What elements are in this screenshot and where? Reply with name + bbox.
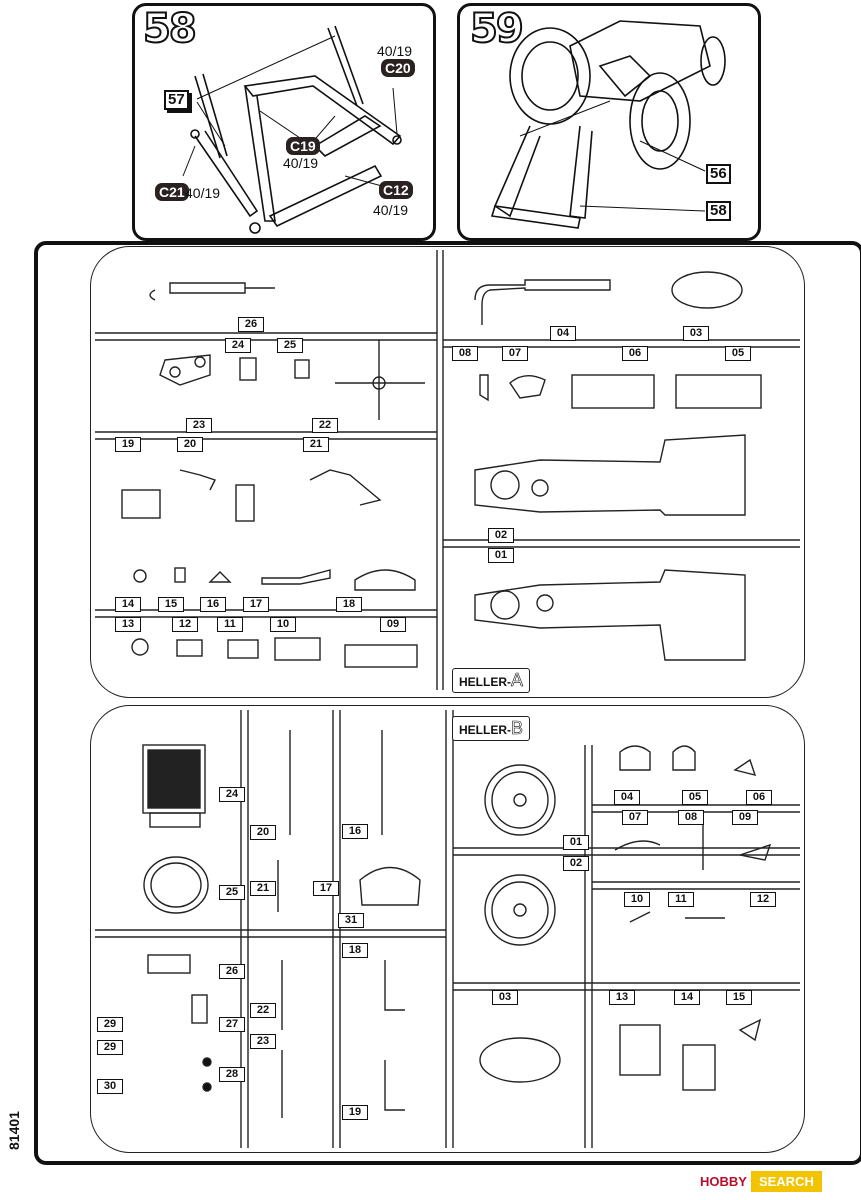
sprue-a-brand: HELLER- (459, 675, 511, 689)
part-a-15: 15 (158, 597, 184, 612)
part-a-08: 08 (452, 346, 478, 361)
part-b-22: 22 (250, 1003, 276, 1018)
part-a-12: 12 (172, 617, 198, 632)
part-a-25: 25 (277, 338, 303, 353)
part-b-26: 26 (219, 964, 245, 979)
part-a-21: 21 (303, 437, 329, 452)
part-b-13: 13 (609, 990, 635, 1005)
part-b-16: 16 (342, 824, 368, 839)
part-b-21: 21 (250, 881, 276, 896)
part-b-14: 14 (674, 990, 700, 1005)
part-b-31: 31 (338, 913, 364, 928)
part-b-05: 05 (682, 790, 708, 805)
part-a-10: 10 (270, 617, 296, 632)
kit-code: 81401 (6, 1111, 22, 1150)
part-b-09: 09 (732, 810, 758, 825)
part-b-24: 24 (219, 787, 245, 802)
part-b-01: 01 (563, 835, 589, 850)
part-b-28: 28 (219, 1067, 245, 1082)
sprue-b-letter: B (511, 718, 524, 739)
part-b-15: 15 (726, 990, 752, 1005)
sprue-a-label: HELLER-A (452, 668, 531, 693)
part-a-07: 07 (502, 346, 528, 361)
watermark: HOBBY SEARCH (700, 1167, 822, 1195)
part-a-16: 16 (200, 597, 226, 612)
part-a-20: 20 (177, 437, 203, 452)
sprue-b-brand: HELLER- (459, 723, 511, 737)
watermark-hobby: HOBBY (700, 1173, 747, 1189)
part-58-callout: 58 (706, 201, 731, 221)
part-a-24: 24 (225, 338, 251, 353)
part-a-14: 14 (115, 597, 141, 612)
part-b-25: 25 (219, 885, 245, 900)
part-a-06: 06 (622, 346, 648, 361)
step-59-drawing (490, 20, 726, 229)
part-56-callout: 56 (706, 164, 731, 184)
part-a-23: 23 (186, 418, 212, 433)
part-b-04: 04 (614, 790, 640, 805)
part-b-29a: 29 (97, 1017, 123, 1032)
sprue-b-label: HELLER-B (452, 716, 531, 741)
part-b-02: 02 (563, 856, 589, 871)
part-b-03: 03 (492, 990, 518, 1005)
color-code-c21: 40/19 (185, 185, 221, 201)
part-b-11: 11 (668, 892, 694, 907)
part-b-07: 07 (622, 810, 648, 825)
step-number: 58 (142, 6, 198, 53)
part-a-03: 03 (683, 326, 709, 341)
part-b-06: 06 (746, 790, 772, 805)
step-number: 59 (469, 6, 525, 53)
part-c21-callout: C21 (155, 183, 189, 201)
part-b-30: 30 (97, 1079, 123, 1094)
part-a-26: 26 (238, 317, 264, 332)
part-b-10: 10 (624, 892, 650, 907)
part-b-18: 18 (342, 943, 368, 958)
part-a-22: 22 (312, 418, 338, 433)
part-a-17: 17 (243, 597, 269, 612)
part-a-05: 05 (725, 346, 751, 361)
part-c19-callout: C19 (286, 137, 320, 155)
sprue-b (90, 705, 805, 1153)
step-59-panel: 59 56 58 (457, 3, 761, 241)
part-c12-callout: C12 (379, 181, 413, 199)
part-b-17: 17 (313, 881, 339, 896)
part-a-19: 19 (115, 437, 141, 452)
color-code-c20: 40/19 (377, 43, 413, 59)
part-a-18: 18 (336, 597, 362, 612)
sprue-a-letter: A (511, 670, 524, 691)
part-b-27: 27 (219, 1017, 245, 1032)
part-a-04: 04 (550, 326, 576, 341)
part-a-09: 09 (380, 617, 406, 632)
part-57-callout: 57 (164, 90, 189, 110)
part-b-29b: 29 (97, 1040, 123, 1055)
part-a-01: 01 (488, 548, 514, 563)
part-b-12: 12 (750, 892, 776, 907)
part-c20-callout: C20 (381, 59, 415, 77)
part-b-19: 19 (342, 1105, 368, 1120)
part-b-08: 08 (678, 810, 704, 825)
part-a-11: 11 (217, 617, 243, 632)
color-code-c19: 40/19 (283, 155, 319, 171)
step-58-panel: 58 57 40/19 C20 C19 (132, 3, 436, 241)
watermark-search: SEARCH (750, 1170, 822, 1192)
part-b-23: 23 (250, 1034, 276, 1049)
part-a-13: 13 (115, 617, 141, 632)
part-b-20: 20 (250, 825, 276, 840)
color-code-c12: 40/19 (373, 202, 409, 218)
part-a-02: 02 (488, 528, 514, 543)
sprue-a (90, 246, 805, 698)
